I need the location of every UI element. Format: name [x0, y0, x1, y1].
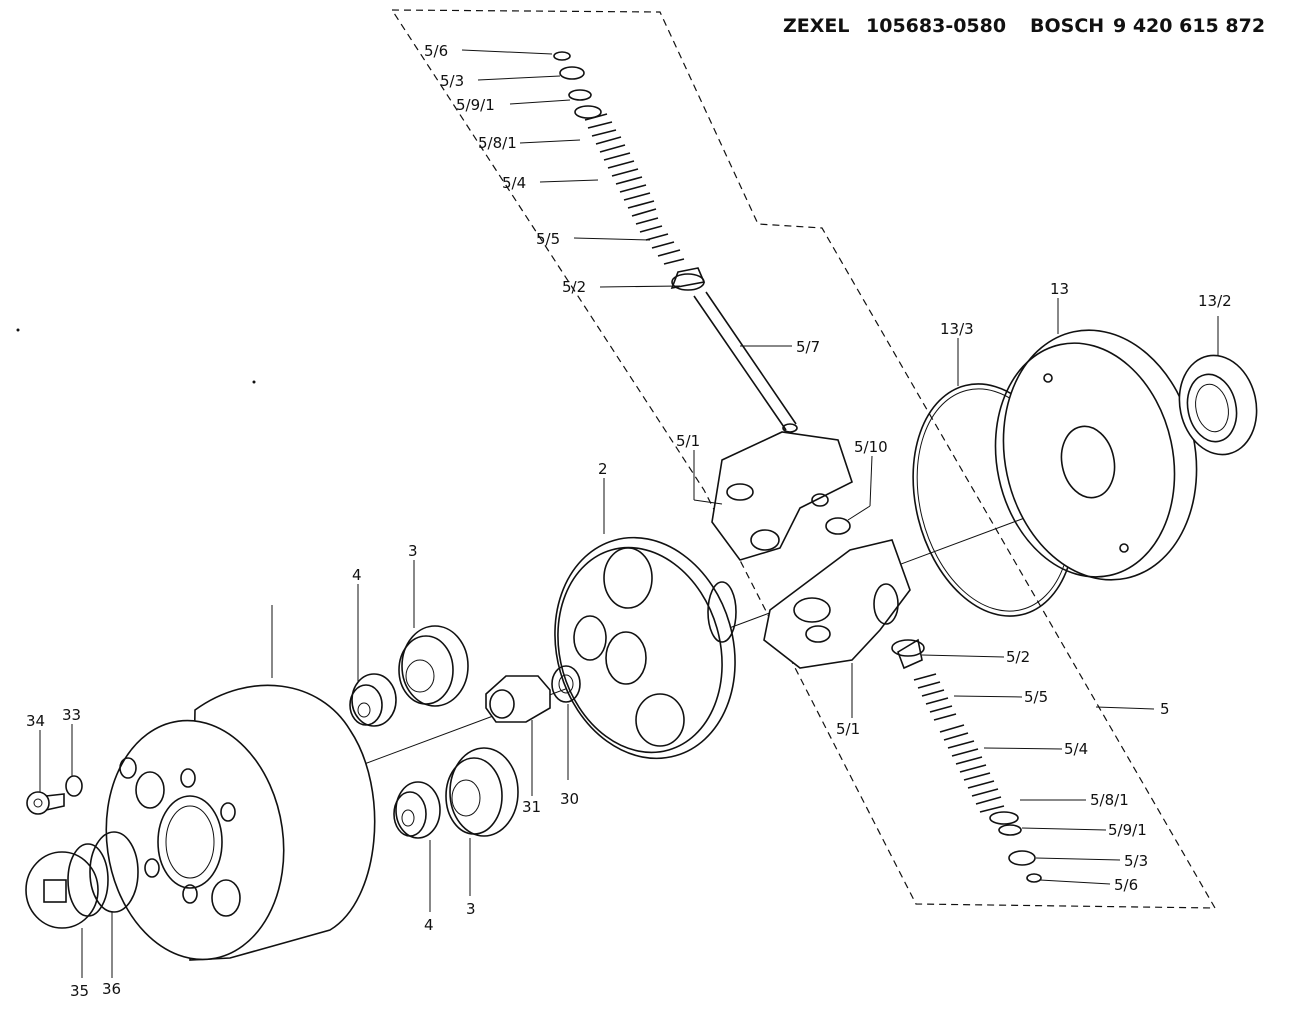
label-13: 13	[1050, 280, 1069, 298]
label-34: 34	[26, 712, 45, 730]
lower-seat-5-3	[1008, 850, 1036, 866]
upper-spring-5-5	[639, 225, 685, 265]
label-5-1-bottom: 5/1	[836, 720, 860, 738]
label-5: 5	[1160, 700, 1170, 718]
plug-35	[25, 843, 109, 929]
label-5-3-top: 5/3	[440, 72, 464, 90]
brand-zexel: ZEXEL	[783, 15, 850, 37]
label-5-3-bottom: 5/3	[1124, 852, 1148, 870]
piston-4-upper	[349, 673, 397, 727]
label-5-4-top: 5/4	[502, 174, 526, 192]
label-31: 31	[522, 798, 541, 816]
brand-bosch: BOSCH	[1030, 15, 1104, 37]
label-5-9-1-top: 5/9/1	[456, 96, 495, 114]
push-rod-5-7	[693, 291, 797, 431]
washer-30	[551, 665, 581, 703]
end-cover-13	[994, 329, 1198, 581]
lower-block-5-1	[763, 539, 911, 669]
lower-spring-5-5	[913, 673, 957, 721]
distributor-disc-2	[554, 536, 737, 760]
washer-30-hole	[558, 674, 574, 694]
label-3-bottom: 3	[466, 900, 476, 918]
label-35: 35	[70, 982, 89, 1000]
label-3-top: 3	[408, 542, 418, 560]
roller-3-upper	[398, 625, 469, 707]
lower-washer-5-9-1	[998, 824, 1022, 836]
lower-valve-spring-stack	[891, 638, 1042, 883]
label-5-2-top: 5/2	[562, 278, 586, 296]
upper-valve-spring-stack	[553, 51, 706, 291]
o-ring-36	[89, 831, 139, 913]
upper-shim-5-8-1	[574, 105, 602, 119]
upper-spring-5-4	[584, 113, 659, 225]
label-5-6-bottom: 5/6	[1114, 876, 1138, 894]
lower-shim-5-8-1	[989, 811, 1019, 825]
push-rod-tip	[782, 423, 798, 433]
upper-retainer-body	[670, 267, 706, 290]
label-5-6-top: 5/6	[424, 42, 448, 60]
bearing-seal-13-2	[1178, 354, 1258, 456]
label-5-8-1-top: 5/8/1	[478, 134, 517, 152]
bolt-34	[26, 791, 65, 815]
lower-retainer-body	[897, 638, 923, 670]
header: ZEXEL 105683-0580 BOSCH 9 420 615 872	[783, 15, 1265, 37]
label-5-5-bottom: 5/5	[1024, 688, 1048, 706]
label-4-bottom: 4	[424, 916, 434, 934]
label-5-8-1-bottom: 5/8/1	[1090, 791, 1129, 809]
piston-4-lower	[393, 781, 441, 839]
upper-seat-5-3	[559, 66, 585, 80]
roller-3-lower	[445, 747, 519, 837]
label-5-7: 5/7	[796, 338, 820, 356]
lower-retainer-5-2	[891, 639, 925, 657]
stray-dot	[252, 380, 256, 384]
part-number-zexel: 105683-0580	[866, 15, 1006, 37]
stray-dot	[16, 328, 20, 332]
lower-spring-5-4	[939, 724, 1005, 813]
label-4-top: 4	[352, 566, 362, 584]
label-13-2: 13/2	[1198, 292, 1232, 310]
upper-cap-5-6	[553, 51, 571, 61]
label-33: 33	[62, 706, 81, 724]
label-5-10: 5/10	[854, 438, 888, 456]
washer-33	[65, 775, 83, 797]
label-5-9-1-bottom: 5/9/1	[1108, 821, 1147, 839]
part-number-bosch: 9 420 615 872	[1113, 15, 1265, 37]
nut-31	[485, 675, 551, 723]
label-30: 30	[560, 790, 579, 808]
pump-housing	[105, 684, 376, 961]
leader-lines	[39, 49, 1219, 978]
label-2: 2	[598, 460, 608, 478]
upper-washer-5-9-1	[568, 89, 592, 101]
assembly-5-boundary	[390, 9, 1217, 909]
label-36: 36	[102, 980, 121, 998]
part-labels: 5/6 5/3 5/9/1 5/8/1 5/4 5/5 5/2 5/7 5/1 …	[26, 42, 1232, 1000]
label-5-4-bottom: 5/4	[1064, 740, 1088, 758]
label-5-5-top: 5/5	[536, 230, 560, 248]
lower-cap-5-6	[1026, 873, 1042, 883]
seal-5-10	[825, 517, 851, 535]
upper-block-5-1	[711, 431, 853, 561]
label-13-3: 13/3	[940, 320, 974, 338]
label-5-2-bottom: 5/2	[1006, 648, 1030, 666]
label-5-1-top: 5/1	[676, 432, 700, 450]
